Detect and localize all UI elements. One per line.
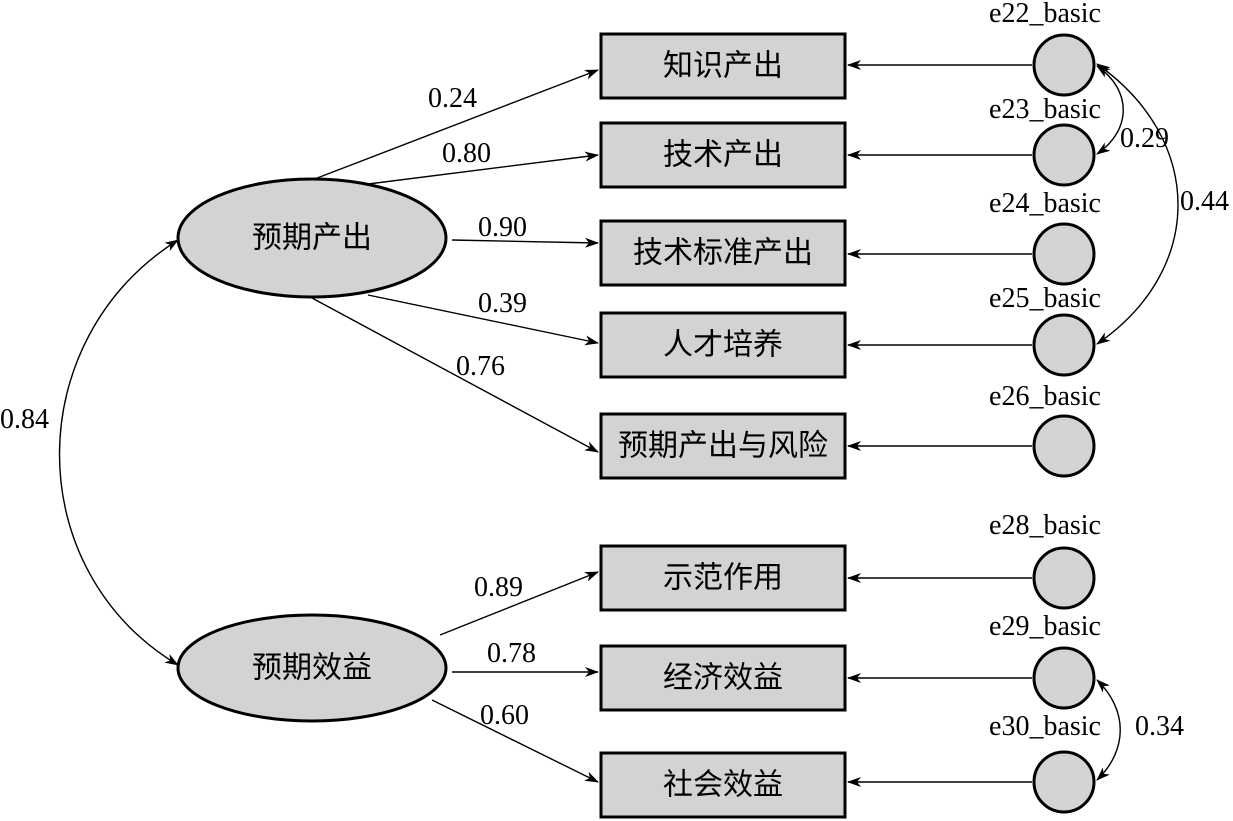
path-expected-benefit-to-demonstration [439,571,599,636]
latent-expected-output: 预期产出 [176,177,448,299]
loading-label-social-benefit: 0.60 [480,700,529,731]
indicator-demonstration: 示范作用 [599,544,847,612]
path-expected-output-to-tech-standard [451,237,599,248]
indicator-tech-standard-output: 技术标准产出 [599,219,847,287]
correlation-label-e29-e30: 0.34 [1135,711,1184,742]
path-expected-benefit-to-social [431,699,599,783]
error-circle-e26 [1032,414,1096,478]
error-label-e23: e23_basic [989,94,1101,125]
error-label-e22: e22_basic [989,0,1101,29]
covariance-e22-e25 [1096,63,1179,345]
loading-label-economic-benefit: 0.78 [487,638,536,669]
latent-expected-benefit: 预期效益 [176,613,448,723]
covariance-latent [58,239,179,666]
correlation-label-e22-e23: 0.29 [1120,123,1169,154]
correlation-label-latent: 0.84 [0,404,49,435]
error-label-e28: e28_basic [989,510,1101,541]
indicator-output-risk-label: 预期产出与风险 [618,429,828,464]
indicator-knowledge-output: 知识产出 [599,32,847,100]
indicator-output-risk: 预期产出与风险 [599,412,847,480]
indicator-talent-training-label: 人才培养 [663,328,783,363]
path-expected-output-to-risk [311,297,599,453]
latent-expected-output-label: 预期产出 [252,221,372,256]
correlation-label-e22-e25: 0.44 [1180,186,1229,217]
path-expected-output-to-knowledge [311,69,599,181]
indicator-economic-benefit-label: 经济效益 [663,661,783,696]
indicator-social-benefit: 社会效益 [599,751,847,819]
indicator-economic-benefit: 经济效益 [599,644,847,712]
indicator-demonstration-label: 示范作用 [663,561,783,596]
indicator-social-benefit-label: 社会效益 [663,768,783,803]
indicator-talent-training: 人才培养 [599,311,847,379]
indicator-tech-standard-output-label: 技术标准产出 [633,236,813,271]
path-expected-output-to-tech [367,151,599,185]
path-expected-output-to-talent [367,294,599,346]
error-circle-e28 [1032,546,1096,610]
error-circle-e30 [1032,750,1096,814]
error-label-e30: e30_basic [989,711,1101,742]
error-circle-e24 [1032,222,1096,286]
error-label-e25: e25_basic [989,283,1101,314]
error-label-e26: e26_basic [989,381,1101,412]
error-label-e24: e24_basic [989,188,1101,219]
loading-label-demonstration: 0.89 [474,572,523,603]
error-label-e29: e29_basic [989,611,1101,642]
indicator-knowledge-output-label: 知识产出 [663,49,783,84]
loading-label-tech-output: 0.80 [442,138,491,169]
covariance-e29-e30 [1096,679,1121,781]
loading-label-output-risk: 0.76 [456,351,505,382]
error-circle-e23 [1032,123,1096,187]
error-circle-e22 [1032,33,1096,97]
indicator-tech-output: 技术产出 [599,121,847,189]
latent-expected-benefit-label: 预期效益 [252,651,372,686]
loading-label-tech-standard-output: 0.90 [478,212,527,243]
indicator-tech-output-label: 技术产出 [663,138,783,173]
loading-label-knowledge-output: 0.24 [428,83,477,114]
loading-label-talent-training: 0.39 [478,288,527,319]
error-circle-e29 [1032,646,1096,710]
error-circle-e25 [1032,313,1096,377]
